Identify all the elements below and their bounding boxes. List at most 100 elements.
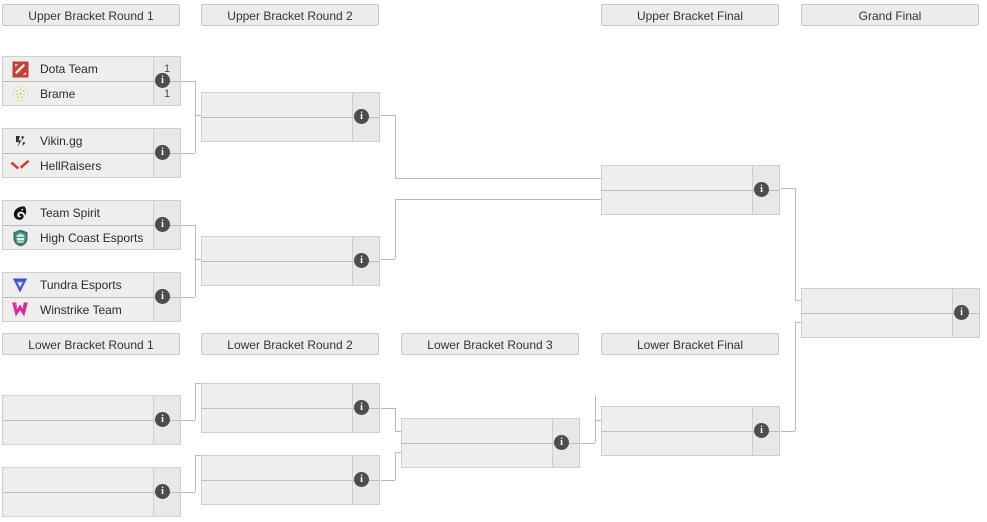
- match-lb1-m1[interactable]: i: [2, 395, 181, 445]
- round-header-upper-bracket-final[interactable]: Upper Bracket Final: [601, 4, 779, 26]
- connector: [795, 188, 796, 300]
- connector: [195, 259, 201, 260]
- connector: [395, 452, 396, 480]
- round-header-grand-final[interactable]: Grand Final: [801, 4, 979, 26]
- connector: [195, 225, 196, 259]
- match-lower-bracket-final[interactable]: i: [601, 406, 780, 456]
- match-ub1-m4[interactable]: Tundra Esports Winstrike Team i: [2, 272, 181, 322]
- match-row-top[interactable]: [2, 395, 181, 420]
- match-ub2-m2[interactable]: i: [201, 236, 380, 286]
- info-icon[interactable]: i: [354, 109, 369, 124]
- info-icon[interactable]: i: [354, 400, 369, 415]
- match-ub1-m2[interactable]: Vikin.gg HellRaisers i: [2, 128, 181, 178]
- connector: [395, 199, 396, 259]
- winstrike-team-logo: [8, 299, 32, 320]
- connector: [195, 383, 201, 384]
- connector: [781, 188, 795, 189]
- round-header-lower-bracket-round-2[interactable]: Lower Bracket Round 2: [201, 333, 379, 355]
- vikingg-logo: [8, 131, 32, 152]
- match-row-top[interactable]: [601, 406, 780, 431]
- match-lb2-m2[interactable]: i: [201, 455, 380, 505]
- info-icon[interactable]: i: [354, 253, 369, 268]
- match-lb3-m1[interactable]: i: [401, 418, 580, 468]
- connector: [381, 259, 395, 260]
- match-row-top[interactable]: Team Spirit: [2, 200, 181, 225]
- connector: [395, 452, 401, 453]
- connector: [181, 153, 195, 154]
- info-icon[interactable]: i: [754, 423, 769, 438]
- info-icon[interactable]: i: [554, 435, 569, 450]
- connector: [581, 443, 595, 444]
- connector: [181, 225, 195, 226]
- connector: [395, 115, 396, 178]
- connector: [181, 297, 195, 298]
- match-row-bottom[interactable]: Winstrike Team: [2, 297, 181, 322]
- high-coast-esports-logo: [8, 227, 32, 248]
- match-row-bottom[interactable]: [201, 117, 380, 142]
- info-icon[interactable]: i: [754, 182, 769, 197]
- round-header-lower-bracket-final[interactable]: Lower Bracket Final: [601, 333, 779, 355]
- dota-team-logo: [8, 59, 32, 80]
- connector: [395, 431, 401, 432]
- match-row-top[interactable]: [401, 418, 580, 443]
- match-row-top[interactable]: [801, 288, 980, 313]
- info-icon[interactable]: i: [155, 484, 170, 499]
- round-header-lower-bracket-round-1[interactable]: Lower Bracket Round 1: [2, 333, 180, 355]
- info-icon[interactable]: i: [155, 217, 170, 232]
- connector: [181, 492, 195, 493]
- match-row-bottom[interactable]: [2, 492, 181, 517]
- connector: [195, 115, 196, 153]
- team-spirit-logo: [8, 203, 32, 224]
- connector: [195, 81, 196, 115]
- info-icon[interactable]: i: [155, 412, 170, 427]
- match-row-top[interactable]: [201, 383, 380, 408]
- match-ub2-m1[interactable]: i: [201, 92, 380, 142]
- match-row-top[interactable]: [201, 92, 380, 117]
- info-icon[interactable]: i: [155, 73, 170, 88]
- match-row-bottom[interactable]: Brame 1: [2, 81, 181, 106]
- match-ub1-m3[interactable]: Team Spirit High Coast Esports i: [2, 200, 181, 250]
- match-row-bottom[interactable]: [201, 261, 380, 286]
- round-header-upper-bracket-round-2[interactable]: Upper Bracket Round 2: [201, 4, 379, 26]
- info-icon[interactable]: i: [155, 145, 170, 160]
- match-row-top[interactable]: [601, 165, 780, 190]
- match-row-top[interactable]: Vikin.gg: [2, 128, 181, 153]
- match-ub1-m1[interactable]: Dota Team 1 Brame 1 i: [2, 56, 181, 106]
- match-upper-bracket-final[interactable]: i: [601, 165, 780, 215]
- info-icon[interactable]: i: [354, 472, 369, 487]
- match-row-bottom[interactable]: HellRaisers: [2, 153, 181, 178]
- match-row-bottom[interactable]: [201, 408, 380, 433]
- connector: [595, 420, 601, 421]
- info-icon[interactable]: i: [954, 305, 969, 320]
- match-lb1-m2[interactable]: i: [2, 467, 181, 517]
- match-row-bottom[interactable]: [801, 313, 980, 338]
- match-row-top[interactable]: [201, 455, 380, 480]
- match-row-bottom[interactable]: [401, 443, 580, 468]
- info-icon[interactable]: i: [155, 289, 170, 304]
- match-grand-final[interactable]: i: [801, 288, 980, 338]
- round-header-upper-bracket-round-1[interactable]: Upper Bracket Round 1: [2, 4, 180, 26]
- match-row-bottom[interactable]: [201, 480, 380, 505]
- connector: [595, 396, 596, 420]
- connector: [195, 455, 196, 492]
- round-header-lower-bracket-round-3[interactable]: Lower Bracket Round 3: [401, 333, 579, 355]
- match-row-top[interactable]: Dota Team 1: [2, 56, 181, 81]
- team-name: High Coast Esports: [40, 230, 144, 245]
- match-row-top[interactable]: [2, 467, 181, 492]
- connector: [595, 420, 596, 443]
- connector: [781, 431, 795, 432]
- match-row-bottom[interactable]: [2, 420, 181, 445]
- connector: [181, 420, 195, 421]
- match-lb2-m1[interactable]: i: [201, 383, 380, 433]
- connector: [181, 81, 195, 82]
- team-name: Brame: [40, 86, 76, 101]
- match-row-top[interactable]: [201, 236, 380, 261]
- match-row-bottom[interactable]: [601, 190, 780, 215]
- connector: [381, 408, 395, 409]
- connector: [795, 322, 796, 431]
- match-row-top[interactable]: Tundra Esports: [2, 272, 181, 297]
- match-row-bottom[interactable]: High Coast Esports: [2, 225, 181, 250]
- tundra-esports-logo: [8, 275, 32, 296]
- match-row-bottom[interactable]: [601, 431, 780, 456]
